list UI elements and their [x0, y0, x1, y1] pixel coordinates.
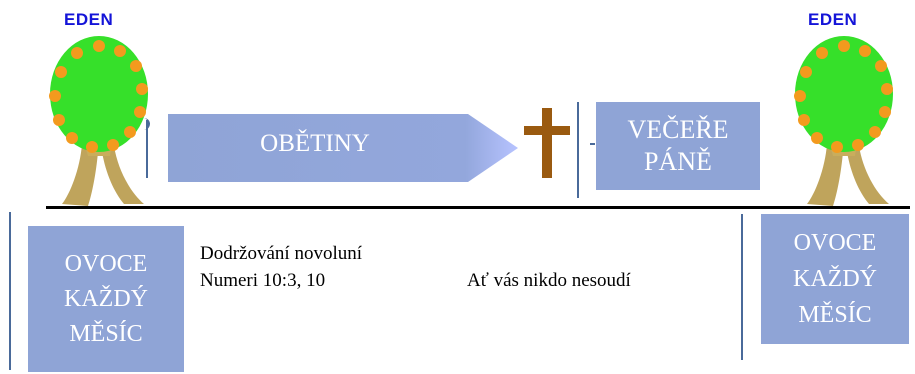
cross-icon: [524, 108, 570, 178]
left-fruit-box: OVOCE KAŽDÝ MĚSÍC: [28, 226, 184, 372]
lords-supper-line1: VEČEŘE: [627, 115, 729, 144]
right-fruit-line2: KAŽDÝ: [793, 266, 877, 292]
left-fruit-line2: KAŽDÝ: [64, 285, 148, 312]
new-moon-line2: Numeri 10:3, 10: [200, 270, 326, 291]
cross-marker: [577, 102, 579, 198]
judge-note: Ať vás nikdo nesoudí: [467, 270, 631, 291]
left-fruit-line1: OVOCE: [64, 250, 148, 277]
right-box-marker: [741, 214, 743, 360]
right-fruit-line1: OVOCE: [793, 230, 877, 256]
right-fruit-line3: MĚSÍC: [798, 302, 872, 328]
new-moon-line1: Dodržování novoluní: [200, 243, 363, 264]
lords-supper-box: VEČEŘE PÁNĚ: [596, 102, 760, 190]
right-fruit-box: OVOCE KAŽDÝ MĚSÍC: [761, 214, 909, 344]
lords-supper-line2: PÁNĚ: [644, 147, 712, 176]
left-tree-marker: [146, 120, 148, 178]
left-fruit-line3: MĚSÍC: [69, 320, 143, 347]
supper-tick: [590, 143, 595, 145]
left-eden-label: EDEN: [64, 10, 114, 29]
sacrifices-arrow: [168, 114, 518, 182]
tree-icon: [49, 36, 148, 206]
left-box-marker: [9, 212, 11, 370]
curve-mark: [142, 118, 150, 130]
sacrifices-label: OBĚTINY: [260, 130, 370, 157]
timeline: [46, 206, 910, 209]
right-eden-label: EDEN: [808, 10, 858, 29]
tree-icon: [794, 36, 893, 206]
